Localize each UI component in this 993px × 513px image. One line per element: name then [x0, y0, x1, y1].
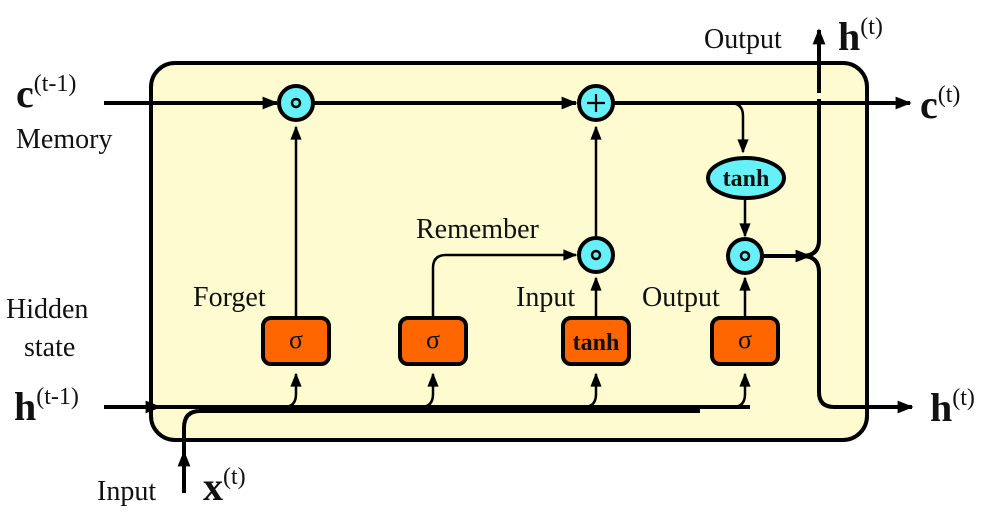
- input-gate-function: tanh: [573, 330, 620, 356]
- hadamard-icon: [590, 249, 602, 261]
- cell-state-out-label: c(t): [920, 82, 960, 127]
- hidden-out-right-line: [801, 254, 914, 414]
- forget-gate-label: Forget: [193, 282, 266, 313]
- cell-tanh-label: tanh: [723, 166, 770, 192]
- remember-gate-function: σ: [426, 325, 440, 354]
- input-multiply-op: [577, 236, 615, 274]
- prev-cell-state-label: c(t-1): [16, 71, 76, 116]
- output-multiply-circle: [726, 237, 764, 275]
- forget-multiply-op: [277, 84, 315, 122]
- forget-gate: σ: [261, 316, 331, 366]
- remember-gate-to-multiply: [431, 249, 578, 318]
- remember-gate-label: Remember: [416, 214, 540, 245]
- forget-multiply-circle: [277, 84, 315, 122]
- input-gate-label: Input: [516, 282, 575, 313]
- forget-gate-box: [261, 316, 331, 366]
- hidden-caption-line2: state: [24, 332, 75, 363]
- output-gate-label: Output: [642, 282, 720, 313]
- output-multiply-op: [726, 237, 764, 275]
- output-gate-box: [710, 316, 780, 366]
- bus-to-remember-gate: [420, 372, 439, 409]
- bus-to-forget-gate: [283, 372, 302, 409]
- output-gate-function: σ: [738, 325, 752, 354]
- hidden-caption-line1: Hidden: [6, 294, 88, 325]
- input-x-line: [182, 409, 700, 493]
- input-multiply-circle: [577, 236, 615, 274]
- input-caption: Input: [97, 476, 156, 507]
- input-gate: tanh: [561, 316, 631, 366]
- forget-gate-function: σ: [289, 325, 303, 354]
- bus-to-input-gate: [583, 372, 602, 409]
- hadamard-icon: [739, 250, 751, 262]
- hadamard-icon: [290, 97, 302, 109]
- remember-gate: σ: [398, 316, 468, 366]
- input-gate-box: [561, 316, 631, 366]
- hidden-state-right-label: h(t): [930, 385, 975, 430]
- hidden-state-top-label: h(t): [838, 14, 883, 59]
- output-gate: σ: [710, 316, 780, 366]
- cell-tanh-op: tanh: [706, 156, 786, 200]
- output-caption: Output: [704, 24, 782, 55]
- cell-add-op: [577, 84, 615, 122]
- cell-to-tanh-line: [729, 101, 749, 154]
- bus-to-output-gate: [732, 372, 751, 409]
- memory-caption: Memory: [16, 124, 112, 155]
- prev-hidden-state-label: h(t-1): [14, 384, 79, 429]
- cell-tanh-ellipse: [706, 156, 786, 200]
- input-x-label: x(t): [203, 464, 246, 509]
- remember-gate-box: [398, 316, 468, 366]
